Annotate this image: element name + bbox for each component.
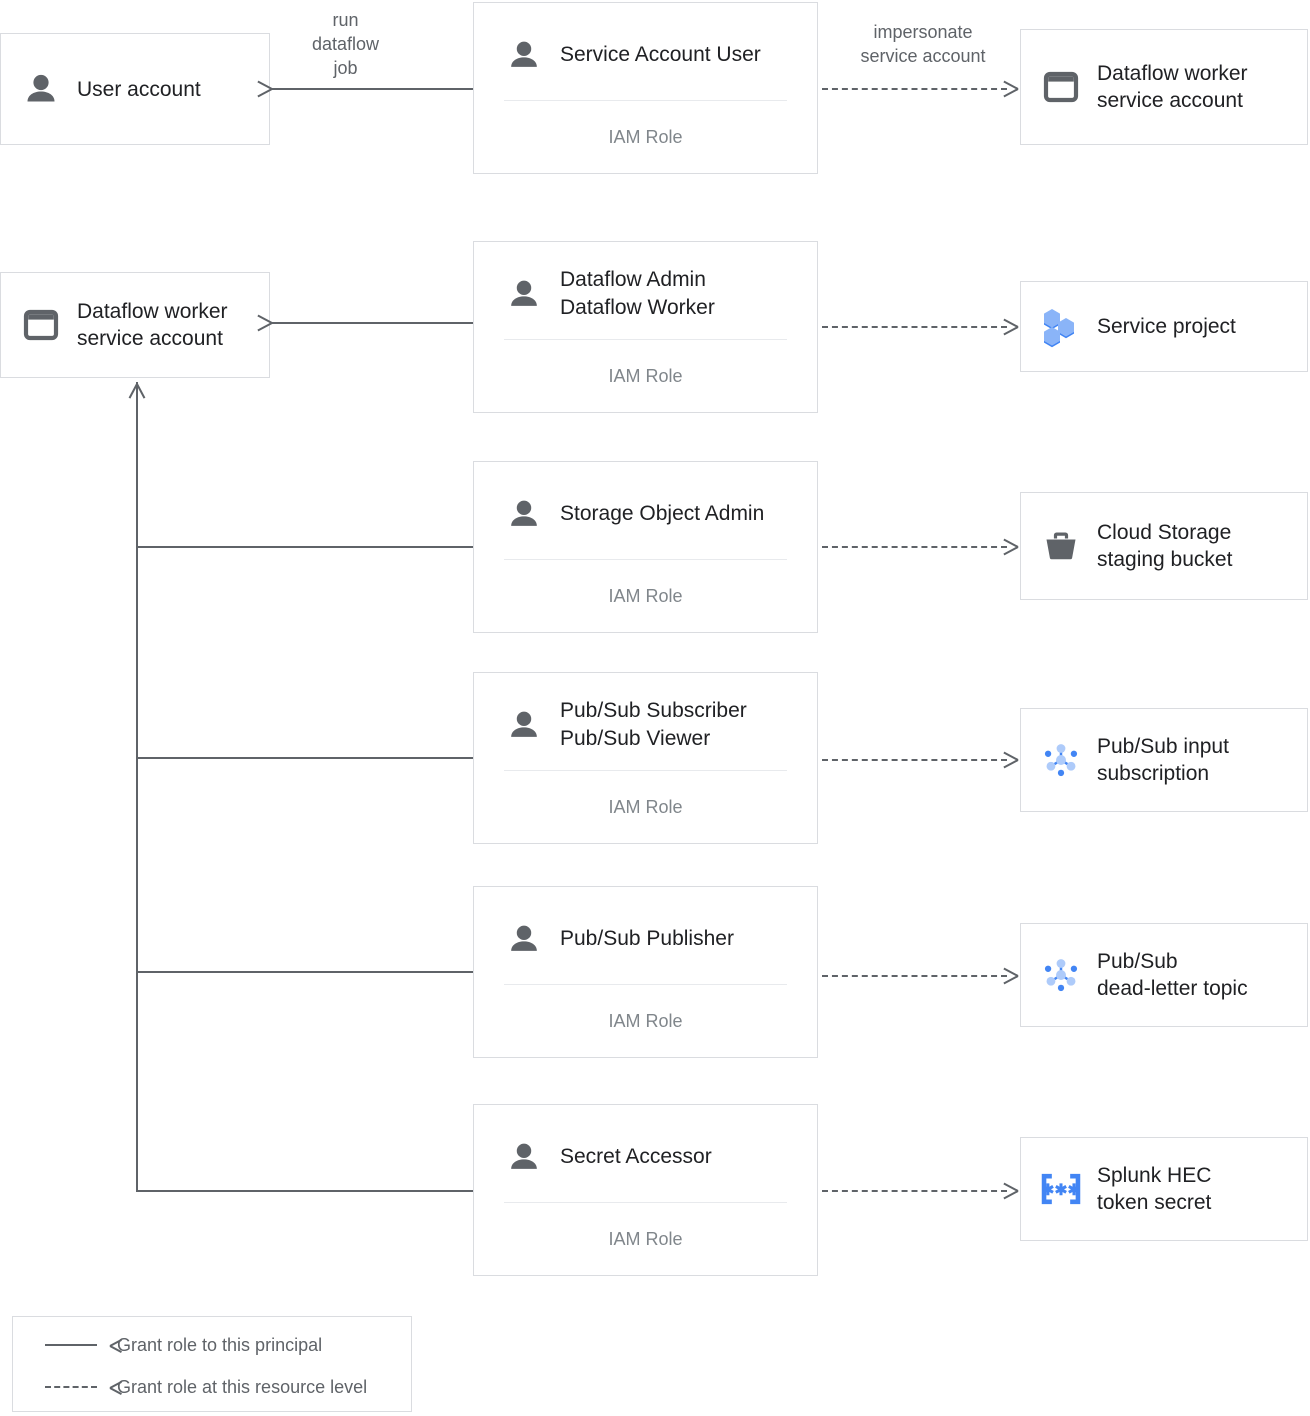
entity-label: Pub/Sub input subscription <box>1097 735 1229 785</box>
secret-manager-icon: ✱✱✱ <box>1039 1167 1083 1211</box>
role-card-service-account-user: Service Account User IAM Role <box>473 2 818 174</box>
role-card-caption: IAM Role <box>608 1010 683 1031</box>
connector-solid-row-2 <box>272 322 473 324</box>
legend: Grant role to this principal Grant role … <box>12 1316 412 1412</box>
connector-branch-storage-object-admin <box>136 546 473 548</box>
role-card-pubsub-publisher: Pub/Sub Publisher IAM Role <box>473 886 818 1058</box>
pubsub-icon <box>1039 738 1083 782</box>
role-card-caption: IAM Role <box>608 126 683 147</box>
role-card-divider <box>504 770 787 771</box>
person-icon <box>504 1137 544 1177</box>
connector-branch-secret-accessor <box>136 1190 473 1192</box>
edge-label-run-dataflow-job: run dataflow job <box>311 10 380 78</box>
entity-dataflow-worker-service-account-top: Dataflow worker service account <box>1020 29 1308 145</box>
role-names: Storage Object Admin <box>560 501 765 525</box>
role-card-divider <box>504 100 787 101</box>
connector-branch-pubsub-subscriber <box>136 757 473 759</box>
person-icon <box>504 35 544 75</box>
connector-vertical-bus <box>136 382 138 1191</box>
role-card-header: Secret Accessor <box>474 1105 817 1202</box>
legend-label: Grant role at this resource level <box>117 1376 368 1397</box>
person-icon <box>504 919 544 959</box>
role-card-caption: IAM Role <box>608 585 683 606</box>
entity-dataflow-worker-service-account-left: Dataflow worker service account <box>0 272 270 378</box>
person-icon <box>19 67 63 111</box>
role-card-header: Dataflow Admin Dataflow Worker <box>474 242 817 339</box>
person-icon <box>504 274 544 314</box>
connector-dashed-row-2 <box>822 326 1007 328</box>
project-icon <box>1039 305 1083 349</box>
legend-label: Grant role to this principal <box>117 1334 323 1355</box>
role-card-header: Pub/Sub Publisher <box>474 887 817 984</box>
entity-cloud-storage-staging-bucket: Cloud Storage staging bucket <box>1020 492 1308 600</box>
legend-item-solid: Grant role to this principal <box>13 1325 411 1365</box>
connector-dashed-row-1 <box>822 88 1007 90</box>
role-card-caption: IAM Role <box>608 796 683 817</box>
connector-dashed-row-3 <box>822 546 1007 548</box>
role-card-header: Storage Object Admin <box>474 462 817 559</box>
role-names: Pub/Sub Subscriber Pub/Sub Viewer <box>560 698 747 750</box>
role-names: Service Account User <box>560 42 761 66</box>
entity-label: Dataflow worker service account <box>77 300 228 350</box>
connector-dashed-row-5 <box>822 975 1007 977</box>
person-icon <box>504 705 544 745</box>
role-card-secret-accessor: Secret Accessor IAM Role <box>473 1104 818 1276</box>
role-card-divider <box>504 559 787 560</box>
connector-dashed-row-4 <box>822 759 1007 761</box>
role-card-divider <box>504 1202 787 1203</box>
legend-solid-arrow-icon <box>45 1337 122 1353</box>
dataflow-worker-icon <box>19 303 63 347</box>
role-card-divider <box>504 984 787 985</box>
connector-solid-row-1 <box>272 88 473 90</box>
legend-dashed-arrow-icon <box>45 1379 122 1395</box>
connector-dashed-row-6 <box>822 1190 1007 1192</box>
dataflow-worker-icon <box>1039 65 1083 109</box>
role-names: Secret Accessor <box>560 1144 712 1168</box>
role-card-dataflow-admin-worker: Dataflow Admin Dataflow Worker IAM Role <box>473 241 818 413</box>
edge-label-impersonate-service-account: impersonate service account <box>860 22 986 66</box>
entity-service-project: Service project <box>1020 281 1308 372</box>
entity-pubsub-dead-letter-topic: Pub/Sub dead-letter topic <box>1020 923 1308 1027</box>
role-card-header: Service Account User <box>474 3 817 100</box>
entity-label: Pub/Sub dead-letter topic <box>1097 950 1248 1000</box>
legend-item-dashed: Grant role at this resource level <box>13 1367 411 1407</box>
person-icon <box>504 494 544 534</box>
cloud-storage-bucket-icon <box>1039 524 1083 568</box>
role-card-caption: IAM Role <box>608 1228 683 1249</box>
entity-label: Cloud Storage staging bucket <box>1097 521 1233 571</box>
role-names: Dataflow Admin Dataflow Worker <box>560 267 715 319</box>
role-names: Pub/Sub Publisher <box>560 926 734 950</box>
entity-label: Splunk HEC token secret <box>1097 1164 1212 1214</box>
svg-text:✱✱✱: ✱✱✱ <box>1041 1182 1080 1199</box>
entity-label: Dataflow worker service account <box>1097 62 1248 112</box>
entity-splunk-hec-token-secret: ✱✱✱ Splunk HEC token secret <box>1020 1137 1308 1241</box>
role-card-caption: IAM Role <box>608 365 683 386</box>
entity-pubsub-input-subscription: Pub/Sub input subscription <box>1020 708 1308 812</box>
entity-user-account: User account <box>0 33 270 145</box>
role-card-pubsub-subscriber-viewer: Pub/Sub Subscriber Pub/Sub Viewer IAM Ro… <box>473 672 818 844</box>
pubsub-icon <box>1039 953 1083 997</box>
role-card-divider <box>504 339 787 340</box>
role-card-storage-object-admin: Storage Object Admin IAM Role <box>473 461 818 633</box>
entity-label: User account <box>77 77 201 101</box>
connector-branch-pubsub-publisher <box>136 971 473 973</box>
entity-label: Service project <box>1097 315 1236 338</box>
role-card-header: Pub/Sub Subscriber Pub/Sub Viewer <box>474 673 817 770</box>
